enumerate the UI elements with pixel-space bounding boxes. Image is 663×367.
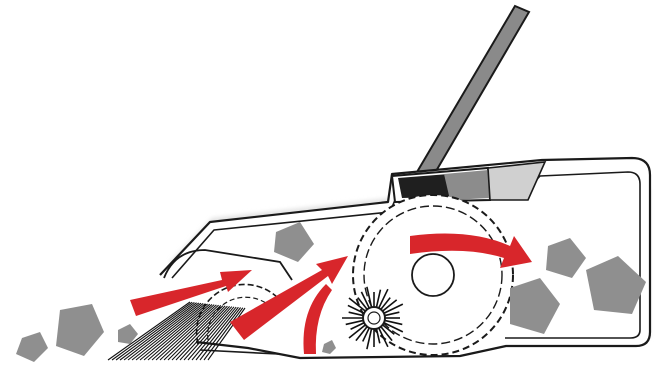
debris-piece [16,332,48,362]
debris-piece [56,304,104,356]
handle-pole [417,6,529,178]
